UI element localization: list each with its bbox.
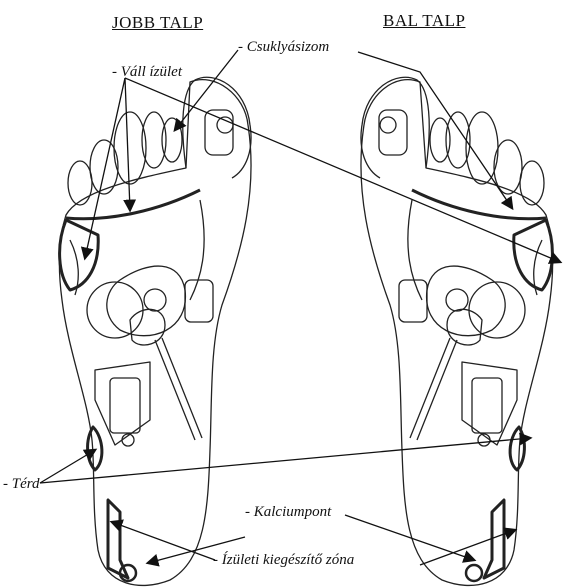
right-toe-2 <box>114 112 146 184</box>
left-toe-3 <box>494 140 522 194</box>
shoulder-leader-mid <box>125 78 130 210</box>
right-sole <box>59 77 251 585</box>
left-sole-header: BAL TALP <box>383 12 465 29</box>
right-toe-3 <box>90 140 118 194</box>
left-knee-zone <box>510 427 524 470</box>
knee-label: - Térd <box>3 477 40 492</box>
left-shoulder-zone <box>514 220 553 290</box>
knee-leader-left <box>40 450 95 483</box>
joint-zone-leader-right <box>420 530 515 565</box>
joint-zone-label: - Ízületi kiegészítő zóna <box>213 553 354 568</box>
shoulder-label: - Váll ízület <box>112 65 182 80</box>
right-toe-4 <box>68 161 92 205</box>
right-shoulder-line <box>66 190 200 219</box>
calcium-label: - Kalciumpont <box>245 505 331 520</box>
shoulder-leader-down <box>85 78 125 258</box>
right-knee-zone <box>88 427 102 470</box>
leader-lines <box>40 50 560 565</box>
left-shoulder-line <box>412 190 546 219</box>
left-calcium-zone <box>484 500 504 578</box>
right-sole-header: JOBB TALP <box>112 14 203 31</box>
knee-leader-cross <box>40 438 530 483</box>
neck-label: - Csuklyásizom <box>238 40 329 55</box>
right-shoulder-zone <box>60 220 99 290</box>
left-sole <box>361 77 553 585</box>
left-joint-circle <box>466 565 482 581</box>
left-toe-pad <box>430 118 450 162</box>
calcium-leader-right <box>345 515 474 560</box>
left-toe-4 <box>520 161 544 205</box>
right-spleen-zone <box>87 282 143 338</box>
